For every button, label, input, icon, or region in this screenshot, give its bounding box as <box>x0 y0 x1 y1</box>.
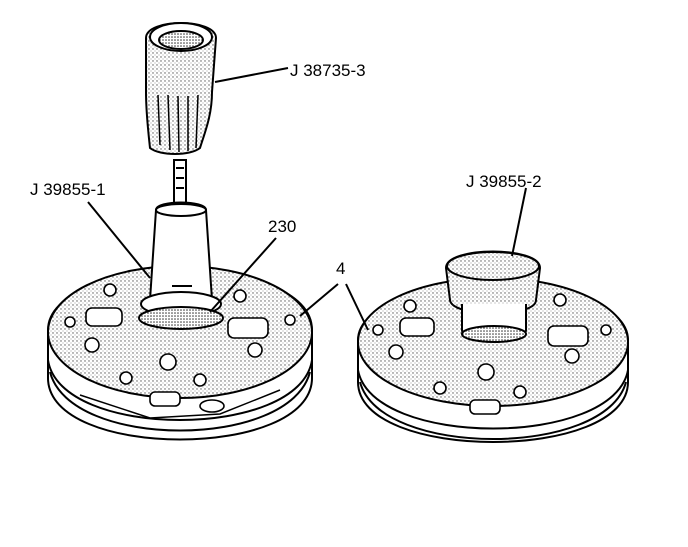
leader-line-j38735-3 <box>214 67 289 83</box>
tool-j38735-3-handle <box>145 22 218 155</box>
label-j38735-3: J 38735-3 <box>290 61 366 80</box>
label-4: 4 <box>336 259 345 278</box>
tool-j39855-1-installer <box>140 201 222 317</box>
seal-230 <box>138 306 224 330</box>
label-230: 230 <box>268 217 296 236</box>
leader-line-j39855-2 <box>511 187 527 257</box>
tool-j39855-2-installer <box>444 250 542 343</box>
leader-line-4-left <box>299 283 339 317</box>
pump-assembly-left <box>47 265 313 441</box>
label-j39855-1: J 39855-1 <box>30 180 106 199</box>
leader-line-j39855-1 <box>87 201 151 279</box>
leader-line-4-right <box>345 283 369 331</box>
label-j39855-2: J 39855-2 <box>466 172 542 191</box>
leader-line-230 <box>209 237 277 313</box>
pump-assembly-right <box>357 277 629 443</box>
